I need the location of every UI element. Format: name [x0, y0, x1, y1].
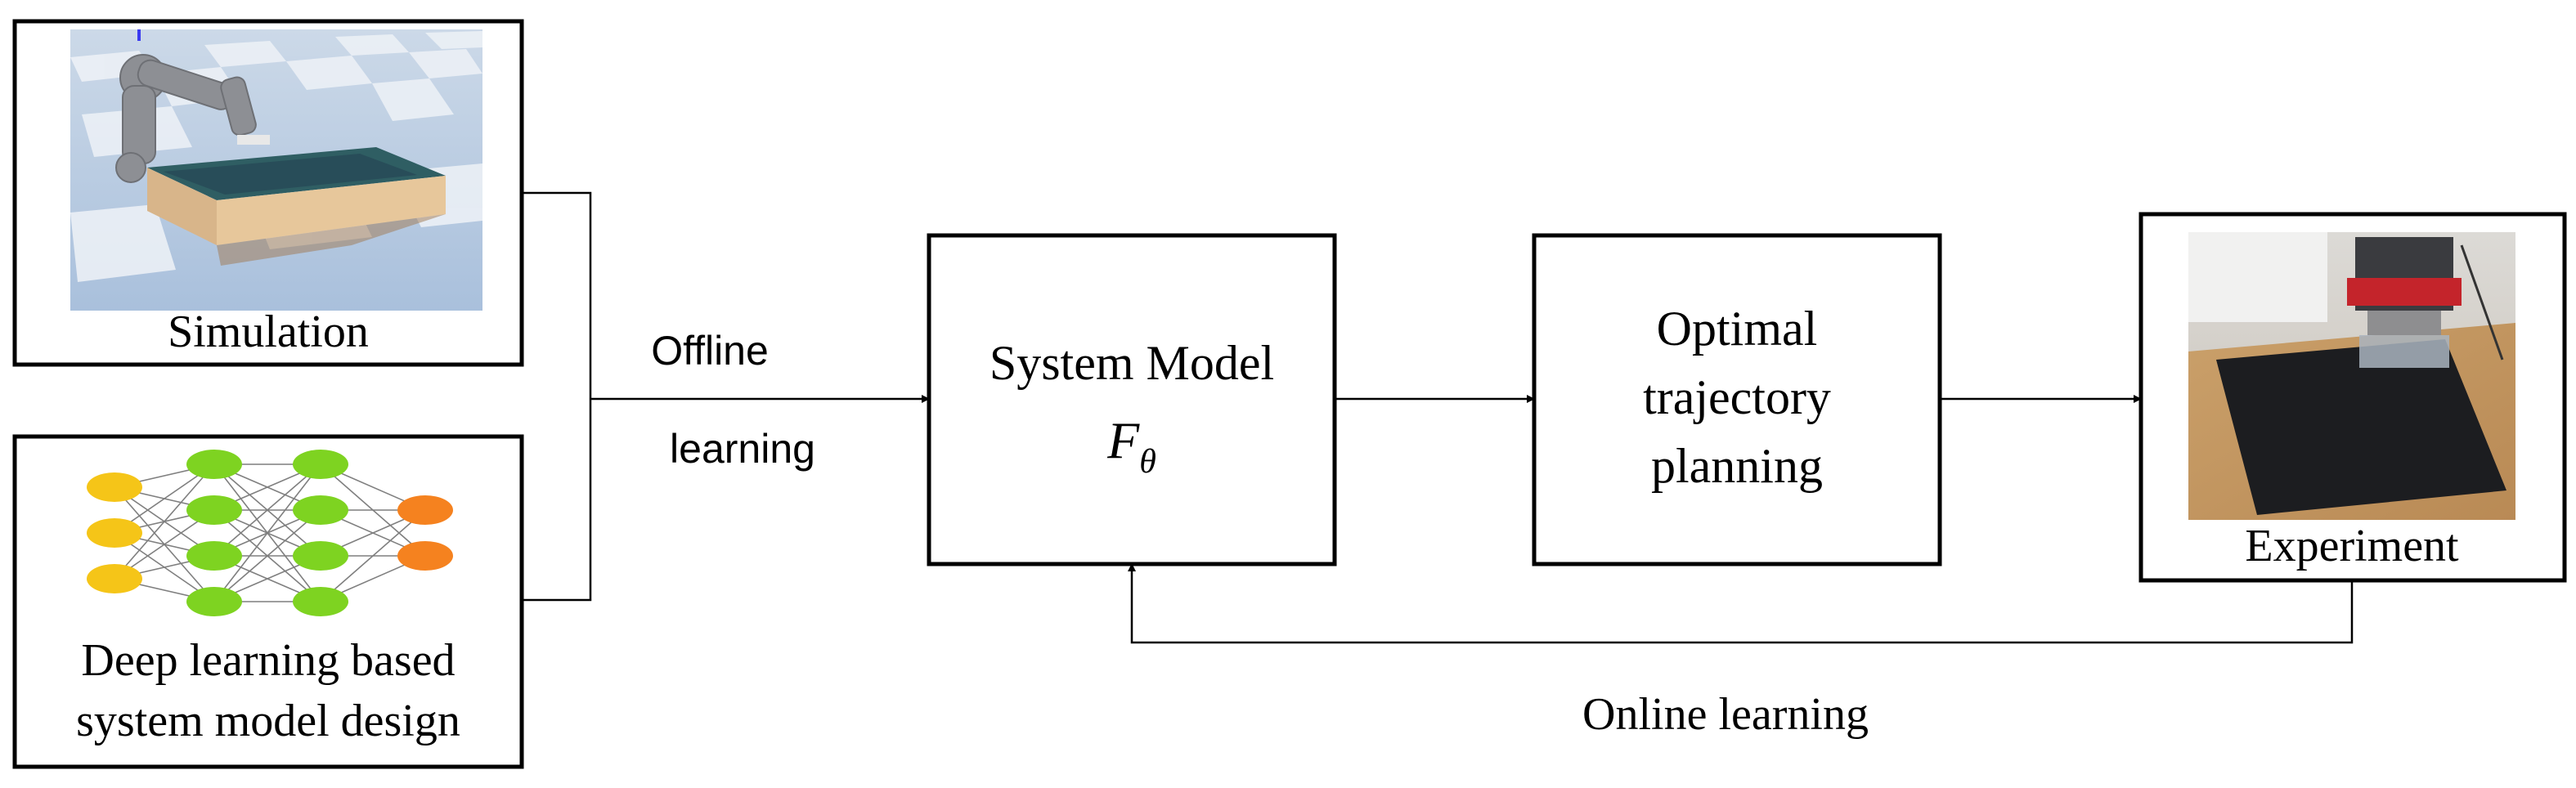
nn-node [186, 450, 242, 479]
nn-node [397, 495, 453, 525]
planning-line3: planning [1651, 439, 1823, 493]
nn-node [87, 472, 142, 502]
experiment-photo [2188, 232, 2515, 520]
system-model-subscript: θ [1139, 443, 1156, 481]
nn-connection [114, 463, 215, 580]
system-model-title: System Model [990, 336, 1274, 390]
nn-node [186, 495, 242, 525]
simulation-panel: Simulation [12, 19, 524, 367]
nn-connection [213, 463, 321, 557]
simulation-image [70, 29, 482, 311]
system-model-symbol: Fθ [1106, 411, 1156, 481]
deep-learning-label-line1: Deep learning based [81, 635, 455, 686]
experiment-panel: Experiment [2138, 212, 2567, 583]
deep-learning-panel: Deep learning based system model design [12, 434, 524, 769]
nn-node [293, 541, 348, 571]
planning-line1: Optimal [1657, 302, 1818, 356]
nn-connection [320, 509, 426, 602]
planning-box: Optimal trajectory planning [1532, 233, 1942, 566]
nn-connection [213, 509, 321, 602]
offline-label-line1: Offline [651, 328, 769, 374]
neural-network-icon [87, 450, 453, 616]
online-feedback-connector [1128, 563, 2354, 644]
nn-node [293, 450, 348, 479]
nn-node [87, 564, 142, 593]
system-model-box: System Model Fθ [927, 233, 1337, 566]
nn-node [87, 518, 142, 548]
offline-connector [522, 191, 930, 602]
simulation-label: Simulation [168, 307, 369, 357]
nn-connection [213, 463, 321, 602]
online-label: Online learning [1582, 689, 1869, 740]
offline-label-line2: learning [670, 426, 815, 472]
nn-node [293, 495, 348, 525]
nn-node [186, 541, 242, 571]
nn-node [293, 587, 348, 616]
nn-node [397, 541, 453, 571]
planning-line2: trajectory [1643, 370, 1831, 424]
system-model-symbol-f: F [1106, 411, 1140, 469]
experiment-label: Experiment [2245, 521, 2459, 571]
deep-learning-label-line2: system model design [76, 696, 460, 746]
nn-node [186, 587, 242, 616]
